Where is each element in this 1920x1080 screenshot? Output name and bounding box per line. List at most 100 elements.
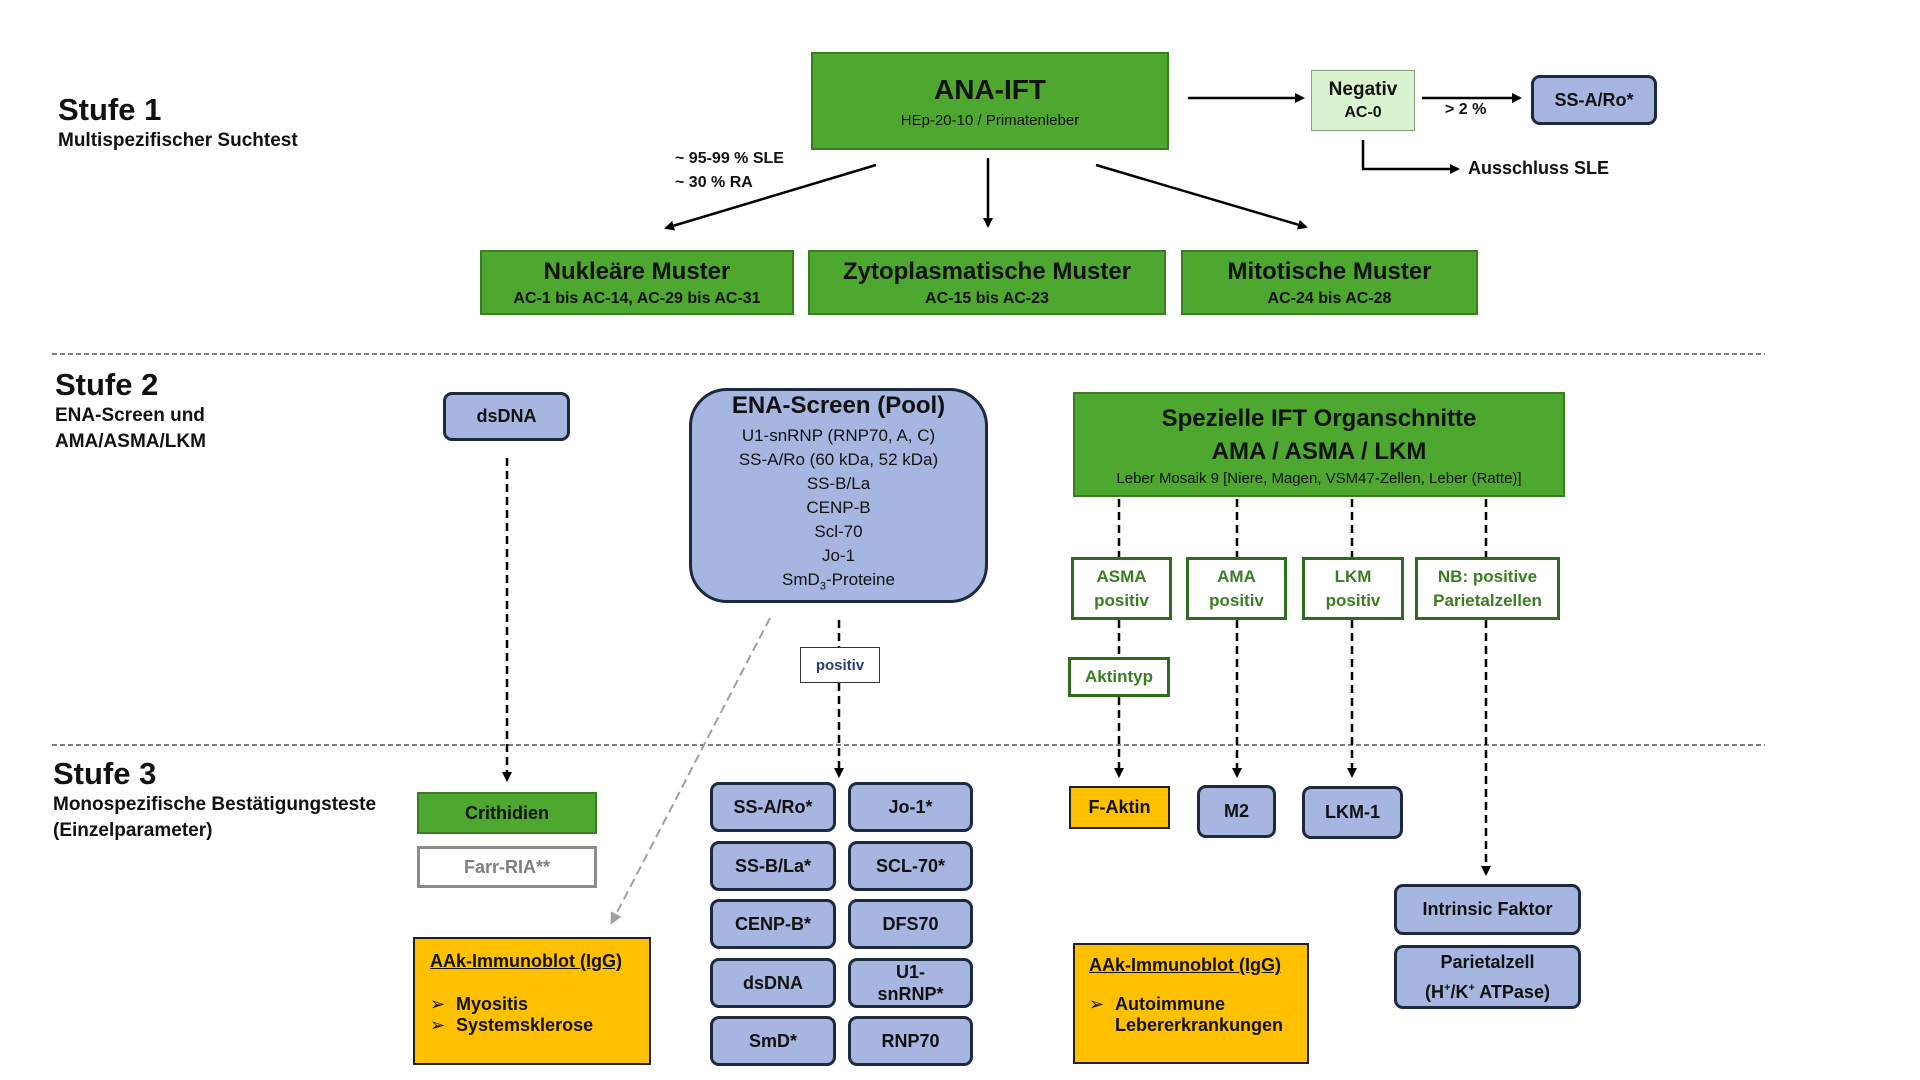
threshold-label: > 2 %: [1445, 101, 1487, 118]
mitotische-muster-box[interactable]: Mitotische Muster AC-24 bis AC-28: [1181, 250, 1478, 315]
ena-item: CENP-B: [806, 498, 871, 518]
dsdna-screen-box[interactable]: dsDNA: [443, 392, 570, 441]
arrow-ena-to-aak1: [610, 617, 771, 925]
stufe3-title: Stufe 3: [53, 756, 157, 791]
nukleaere-muster-box[interactable]: Nukleäre Muster AC-1 bis AC-14, AC-29 bi…: [480, 250, 794, 315]
grid-dfs70-box[interactable]: DFS70: [848, 899, 973, 949]
prevalence-sle: ~ 95-99 % SLE: [675, 150, 784, 167]
arrow-negativ-to-ausschluss: [1361, 140, 1460, 174]
bullet-arrow-icon: ➢: [430, 1015, 446, 1035]
lkm-label: LKM: [1334, 566, 1372, 586]
ena-item: Scl-70: [814, 522, 863, 542]
stufe2-title: Stufe 2: [55, 367, 159, 402]
bullet-arrow-icon: ➢: [430, 994, 446, 1014]
grid-scl70-box[interactable]: SCL-70*: [848, 841, 973, 891]
parietalzell-line2: (H+/K+ ATPase): [1425, 975, 1550, 1005]
zytoplasmatische-muster-box[interactable]: Zytoplasmatische Muster AC-15 bis AC-23: [808, 250, 1166, 315]
negativ-box[interactable]: Negativ AC-0: [1311, 70, 1415, 131]
spezielle-subtitle: AMA / ASMA / LKM: [1211, 438, 1427, 465]
ena-item: U1-snRNP (RNP70, A, C): [741, 426, 936, 446]
parietalzell-box[interactable]: Parietalzell (H+/K+ ATPase): [1394, 945, 1581, 1009]
aak-heading: AAk-Immunoblot (IgG): [1089, 955, 1281, 975]
muster-title: Zytoplasmatische Muster: [842, 257, 1132, 285]
aak-item-label: Myositis: [456, 994, 529, 1014]
grid-ssa-ro-box[interactable]: SS-A/Ro*: [710, 782, 836, 832]
ena-title: ENA-Screen (Pool): [731, 392, 946, 420]
grid-u1-snrnp-box[interactable]: U1- snRNP*: [848, 958, 973, 1008]
aak-item-myositis: ➢ Myositis: [430, 994, 649, 1015]
lkm-positiv-box[interactable]: LKM positiv: [1302, 557, 1404, 620]
aak-item-label: Systemsklerose: [456, 1015, 594, 1035]
spezielle-title: Spezielle IFT Organschnitte: [1161, 405, 1477, 432]
grid-dsdna-box[interactable]: dsDNA: [710, 958, 836, 1008]
muster-codes: AC-24 bis AC-28: [1267, 289, 1392, 307]
stufe2-subtitle-2: AMA/ASMA/LKM: [55, 431, 206, 452]
prevalence-note: ~ 95-99 % SLE ~ 30 % RA: [675, 147, 784, 195]
aak-heading: AAk-Immunoblot (IgG): [430, 951, 622, 971]
stufe2-subtitle-1: ENA-Screen und: [55, 405, 205, 426]
stufe3-subtitle-1: Monospezifische Bestätigungsteste: [53, 794, 377, 815]
ana-subtitle: HEp-20-10 / Primatenleber: [900, 111, 1080, 129]
parietalzellen-text: Parietalzellen: [1433, 590, 1542, 610]
muster-title: Mitotische Muster: [1227, 257, 1432, 285]
aak-item-line2: Lebererkrankungen: [1115, 1015, 1284, 1035]
negativ-title: Negativ: [1328, 79, 1398, 100]
muster-codes: AC-15 bis AC-23: [925, 289, 1049, 307]
stufe2-label: Stufe 2 ENA-Screen und AMA/ASMA/LKM: [55, 367, 206, 455]
spezielle-ift-box[interactable]: Spezielle IFT Organschnitte AMA / ASMA /…: [1073, 392, 1565, 497]
pz-sup: +: [1468, 982, 1475, 994]
grid-cenpb-box[interactable]: CENP-B*: [710, 899, 836, 949]
ena-screen-pool-box[interactable]: ENA-Screen (Pool) U1-snRNP (RNP70, A, C)…: [689, 388, 988, 603]
pz-text: /K: [1450, 982, 1469, 1002]
m2-box[interactable]: M2: [1197, 785, 1276, 838]
lkm1-box[interactable]: LKM-1: [1302, 786, 1403, 839]
positiv-text: positiv: [1325, 590, 1381, 610]
ausschluss-sle-label: Ausschluss SLE: [1468, 158, 1610, 178]
ana-ift-box[interactable]: ANA-IFT HEp-20-10 / Primatenleber: [811, 52, 1169, 150]
ena-item: Jo-1: [821, 546, 856, 566]
spezielle-sub: Leber Mosaik 9 [Niere, Magen, VSM47-Zell…: [1116, 470, 1522, 487]
arrow-ana-to-mito: [1095, 163, 1308, 230]
ana-title: ANA-IFT: [934, 73, 1046, 105]
nb-label: NB: positive: [1437, 566, 1538, 586]
positiv-text: positiv: [1094, 590, 1149, 610]
stufe1-label: Stufe 1 Multispezifischer Suchtest: [58, 92, 298, 154]
grid-jo1-box[interactable]: Jo-1*: [848, 782, 973, 832]
bullet-arrow-icon: ➢: [1089, 994, 1105, 1014]
pz-sup: +: [1444, 982, 1451, 994]
ena-item: SS-B/La: [806, 474, 871, 494]
farr-ria-box[interactable]: Farr-RIA**: [417, 846, 597, 888]
prevalence-ra: ~ 30 % RA: [675, 174, 753, 191]
u1-line2: snRNP*: [877, 984, 944, 1004]
parietalzell-line1: Parietalzell: [1440, 952, 1535, 972]
muster-codes: AC-1 bis AC-14, AC-29 bis AC-31: [513, 289, 761, 307]
aak-immunoblot-myositis-box[interactable]: AAk-Immunoblot (IgG) ➢ Myositis ➢ Systemsk…: [413, 937, 651, 1065]
ama-positiv-box[interactable]: AMA positiv: [1186, 557, 1287, 620]
crithidien-box[interactable]: Crithidien: [417, 792, 597, 834]
intrinsic-faktor-box[interactable]: Intrinsic Faktor: [1394, 884, 1581, 935]
arrow-ana-to-nukleaer: [664, 163, 877, 231]
ssa-ro-top-box[interactable]: SS-A/Ro*: [1531, 75, 1657, 125]
ena-item-smd3: SmD3-Proteine: [782, 568, 895, 598]
nb-parietalzellen-box[interactable]: NB: positive Parietalzellen: [1415, 557, 1560, 620]
smd-subscript: 3: [819, 580, 826, 593]
positiv-label-box: positiv: [800, 647, 880, 683]
muster-title: Nukleäre Muster: [543, 257, 731, 285]
pz-text: (H: [1425, 982, 1445, 1002]
aktintyp-box[interactable]: Aktintyp: [1068, 657, 1170, 697]
grid-smd-box[interactable]: SmD*: [710, 1016, 836, 1066]
positiv-text: positiv: [1209, 590, 1264, 610]
grid-ssb-la-box[interactable]: SS-B/La*: [710, 841, 836, 891]
stufe3-subtitle-2: (Einzelparameter): [53, 820, 213, 841]
ena-item: SS-A/Ro (60 kDa, 52 kDa): [738, 450, 939, 470]
stufe1-title: Stufe 1: [58, 92, 162, 127]
asma-positiv-box[interactable]: ASMA positiv: [1071, 557, 1172, 620]
aak-item-systemsklerose: ➢ Systemsklerose: [430, 1015, 649, 1036]
negativ-code: AC-0: [1344, 104, 1382, 121]
grid-rnp70-box[interactable]: RNP70: [848, 1016, 973, 1066]
f-aktin-box[interactable]: F-Aktin: [1069, 786, 1170, 829]
stufe3-label: Stufe 3 Monospezifische Bestätigungstest…: [53, 756, 376, 844]
